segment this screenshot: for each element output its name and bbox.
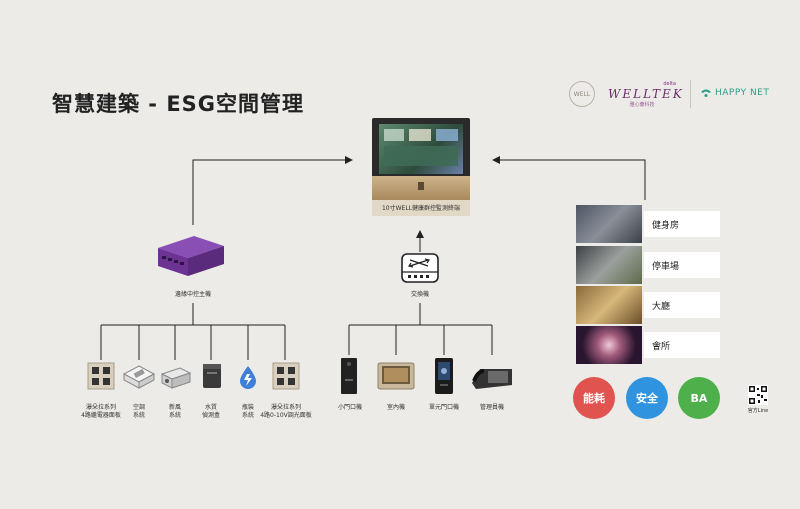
manager-phone-icon — [470, 363, 514, 391]
network-switch-icon — [400, 252, 440, 284]
edge-controller-icon — [150, 230, 230, 280]
indoor-monitor-icon — [377, 362, 415, 390]
room-label: 大廳 — [644, 292, 720, 318]
room-lobby[interactable]: 大廳 — [576, 286, 720, 324]
water-quality-label: 水質 偵測盒 — [201, 404, 220, 419]
water-quality-box-icon — [199, 362, 225, 390]
happynet-icon — [701, 89, 711, 97]
gym-photo — [576, 205, 642, 243]
door-station-icon — [340, 357, 358, 395]
health-terminal: 10寸WELL健康群控監測終端 — [372, 118, 470, 230]
welltek-logo: delta WELLTEK 雅心薈科技 — [608, 81, 684, 108]
happynet-logo: HAPPY NET — [700, 88, 769, 98]
dimmer-panel-icon — [272, 362, 300, 390]
manager-phone-label: 管理員機 — [479, 404, 504, 411]
fresh-air-icon — [160, 366, 192, 390]
page-title: 智慧建築 - ESG空間管理 — [52, 92, 305, 116]
aircon-label: 空調 系統 — [132, 404, 145, 419]
ba-button[interactable]: BA — [678, 377, 720, 419]
relay-panel-icon — [87, 362, 115, 390]
terminal-screen — [379, 124, 463, 174]
terminal-caption: 10寸WELL健康群控監測終端 — [381, 204, 461, 212]
room-clubhouse[interactable]: 會所 — [576, 326, 720, 364]
aircon-icon — [122, 364, 156, 390]
relay-panel-label: 瀑朵拉系列 4路繼電器面板 — [81, 404, 121, 419]
lobby-photo — [576, 286, 642, 324]
room-label: 停車場 — [644, 252, 720, 278]
energy-button[interactable]: 能耗 — [573, 377, 615, 419]
fresh-air-label: 新風 系統 — [168, 404, 181, 419]
dimmer-panel-label: 瀑朵拉系列 4路0-10V調光面板 — [260, 404, 312, 419]
unit-door-station-icon — [434, 357, 454, 395]
drip-icon — [237, 364, 259, 390]
room-label: 會所 — [644, 332, 720, 358]
well-logo: WELL — [569, 81, 595, 107]
door-station-label: 小門口機 — [337, 404, 362, 411]
room-gym[interactable]: 健身房 — [576, 205, 720, 243]
room-parking[interactable]: 停車場 — [576, 246, 720, 284]
clubhouse-photo — [576, 326, 642, 364]
drip-label: 瓶裝 系統 — [241, 404, 254, 419]
safety-button[interactable]: 安全 — [626, 377, 668, 419]
room-label: 健身房 — [644, 211, 720, 237]
unit-door-station-label: 單元門口機 — [428, 404, 459, 411]
qr-caption: 官方Line — [747, 408, 769, 414]
parking-photo — [576, 246, 642, 284]
switch-label: 交換機 — [410, 291, 429, 298]
qr-code-icon[interactable] — [748, 385, 768, 405]
edge-controller-label: 邊緣中控主機 — [174, 291, 211, 298]
logo-divider — [690, 80, 691, 108]
indoor-monitor-label: 室內機 — [386, 404, 405, 411]
